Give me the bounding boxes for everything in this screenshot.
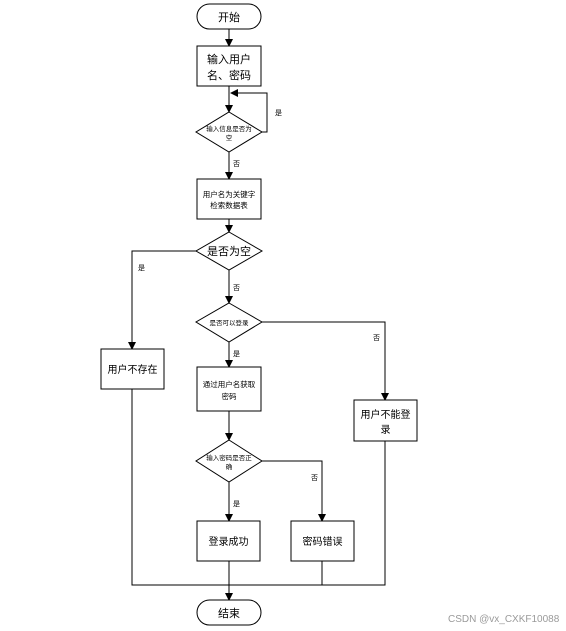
- node-check-empty-input: 输入信息是否为 空: [195, 111, 263, 153]
- node-check-password-line2: 确: [226, 462, 233, 471]
- node-check-empty-input-line1: 输入信息是否为: [206, 124, 252, 133]
- label-empty-input-yes: 是: [275, 109, 282, 117]
- node-end-label: 结束: [218, 607, 240, 620]
- process-shape: [290, 520, 355, 562]
- label-empty-result-yes: 是: [138, 264, 145, 272]
- label-can-login-yes: 是: [233, 350, 240, 358]
- process-shape: [196, 178, 262, 220]
- node-user-cannot-login-line1: 用户不能登: [361, 408, 411, 421]
- connectors: [128, 29, 389, 601]
- edge-empty-result-yes: [128, 250, 197, 350]
- edge-can-login-no: [262, 321, 389, 401]
- decision-shape: [195, 439, 263, 483]
- label-password-no: 否: [311, 474, 318, 482]
- node-check-empty-input-line2: 空: [226, 133, 233, 142]
- watermark-text: CSDN @vx_CXKF10088: [448, 614, 560, 625]
- node-input-credentials: 输入用户 名、密码: [196, 45, 262, 87]
- node-login-success-label: 登录成功: [209, 535, 249, 548]
- process-shape: [196, 45, 262, 87]
- node-search-by-username-line1: 用户名为关键字: [203, 189, 256, 199]
- node-password-error: 密码错误: [290, 520, 355, 562]
- edge-labels: 是 否 是 否 否 是 否 是: [138, 109, 380, 508]
- process-shape: [196, 366, 262, 412]
- node-get-password-line2: 密码: [222, 391, 237, 401]
- node-input-credentials-line1: 输入用户: [207, 52, 251, 66]
- decision-shape: [195, 111, 263, 153]
- node-login-success: 登录成功: [196, 520, 261, 562]
- node-get-password: 通过用户名获取 密码: [196, 366, 262, 412]
- node-check-empty-result-label: 是否为空: [207, 244, 251, 258]
- decision-shape: [194, 231, 264, 271]
- node-user-cannot-login: 用户不能登 录: [353, 399, 418, 442]
- node-user-not-exist-label: 用户不存在: [108, 363, 158, 376]
- label-password-yes: 是: [233, 500, 240, 508]
- node-search-by-username-line2: 检索数据表: [210, 200, 248, 210]
- node-search-by-username: 用户名为关键字 检索数据表: [196, 178, 262, 220]
- node-check-can-login-label: 是否可以登录: [210, 318, 250, 327]
- terminator-shape: [196, 3, 262, 30]
- node-start: 开始: [196, 3, 262, 30]
- process-shape: [353, 399, 418, 442]
- process-shape: [100, 348, 165, 390]
- node-user-cannot-login-line2: 录: [381, 424, 391, 436]
- node-input-credentials-line2: 名、密码: [207, 68, 251, 82]
- node-end: 结束: [196, 599, 262, 626]
- node-start-label: 开始: [218, 10, 240, 24]
- label-empty-input-no: 否: [233, 160, 240, 168]
- node-check-password-line1: 输入密码是否正: [206, 453, 252, 462]
- decision-shape: [195, 302, 263, 343]
- node-check-empty-result: 是否为空: [194, 231, 264, 271]
- edge-empty-input-yes-loop: [230, 89, 268, 133]
- node-get-password-line1: 通过用户名获取: [203, 379, 256, 389]
- label-empty-result-no: 否: [233, 284, 240, 292]
- label-can-login-no: 否: [373, 334, 380, 342]
- terminator-shape: [196, 599, 262, 626]
- process-shape: [196, 520, 261, 562]
- node-user-not-exist: 用户不存在: [100, 348, 165, 390]
- node-check-can-login: 是否可以登录: [195, 302, 263, 343]
- edge-merge-bus: [131, 389, 386, 586]
- node-check-password: 输入密码是否正 确: [195, 439, 263, 483]
- node-password-error-label: 密码错误: [303, 535, 343, 548]
- edge-password-no: [262, 460, 326, 522]
